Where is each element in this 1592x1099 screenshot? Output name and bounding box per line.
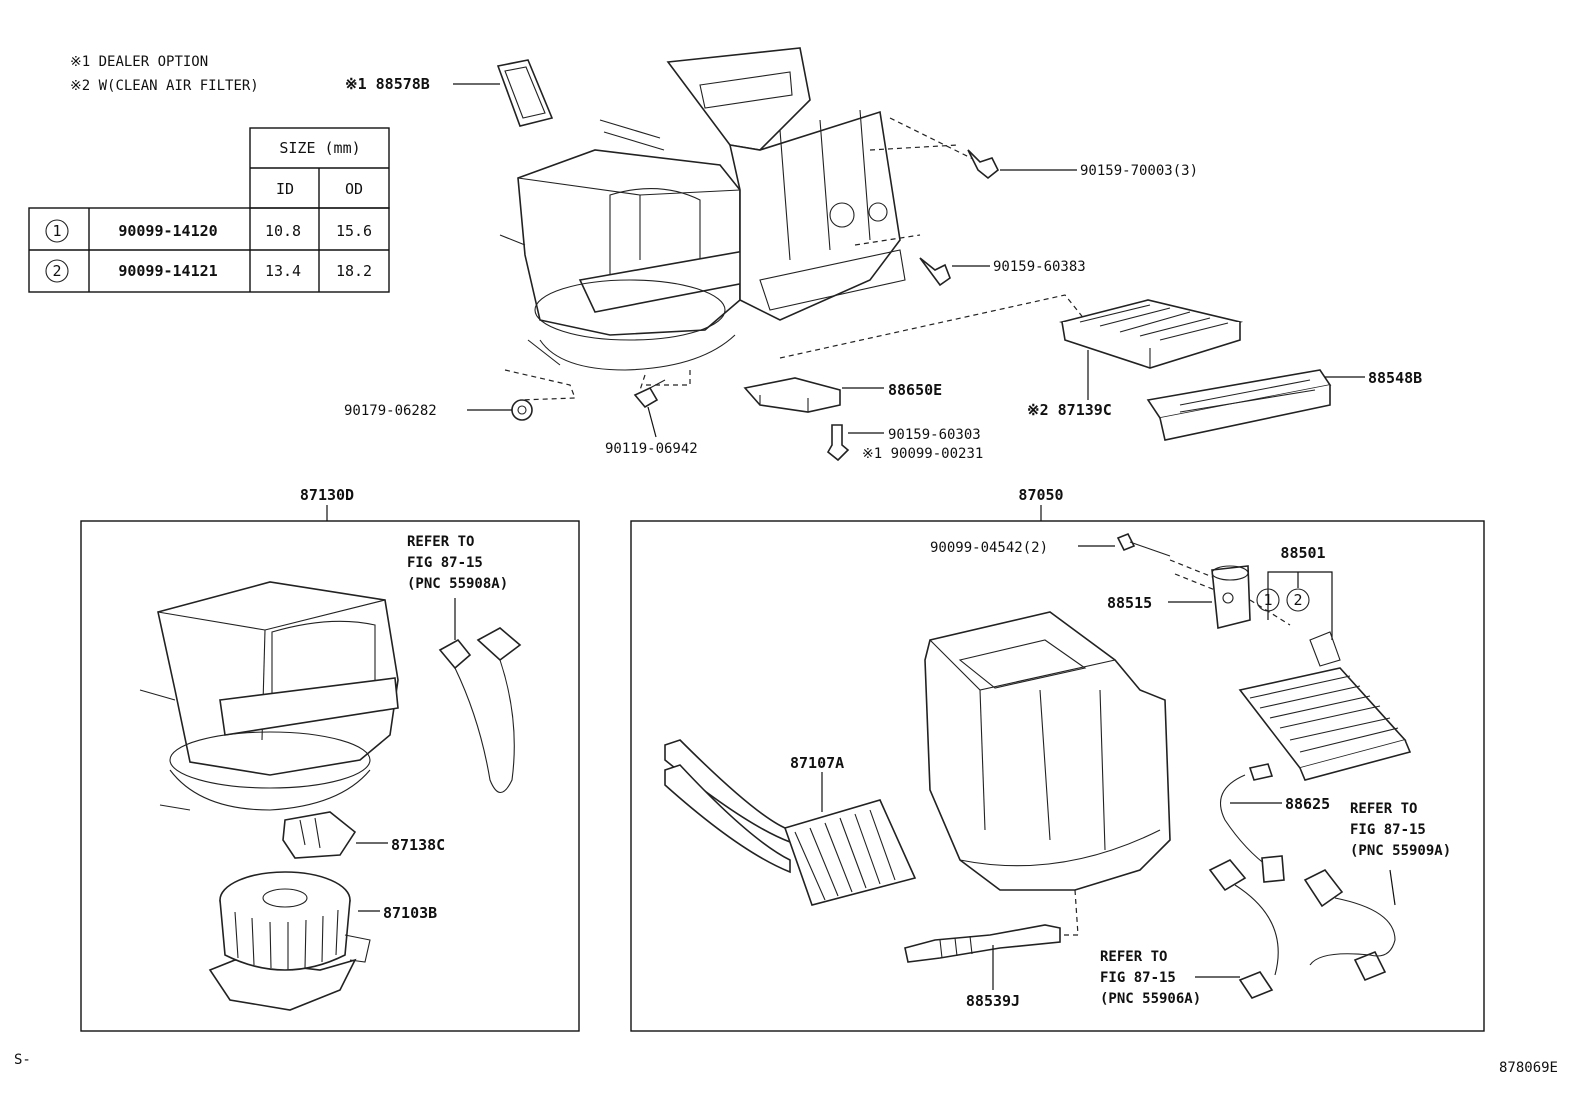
table-row-od: 18.2 (336, 262, 372, 280)
table-header-size: SIZE (mm) (279, 139, 360, 157)
air-filter-part (1058, 299, 1244, 369)
evaporator-part (1238, 631, 1412, 781)
refer-text-line: REFER TO (1350, 801, 1417, 817)
circled-mark-2 (45, 259, 69, 283)
label-90099-00231: ※1 90099-00231 (862, 446, 983, 462)
top-hvac-assembly (496, 47, 1332, 462)
label-87107A: 87107A (790, 754, 844, 772)
right-box-title: 87050 (1018, 486, 1063, 504)
label-88650E: 88650E (888, 381, 942, 399)
drain-hose-part (904, 924, 1061, 963)
label-90179-06282: 90179-06282 (344, 403, 437, 419)
filter-cover-part (1146, 369, 1332, 441)
heater-case-part (924, 611, 1171, 936)
label-87139C: ※2 87139C (1027, 401, 1112, 419)
table-header-od: OD (345, 180, 363, 198)
gasket-part (496, 59, 554, 127)
size-table: SIZE (mm) ID OD 1 90099-14120 10.8 15.6 … (28, 127, 390, 293)
refer-text-line: (PNC 55909A) (1350, 843, 1451, 859)
circled-mark-1 (45, 219, 69, 243)
label-88539J: 88539J (966, 992, 1020, 1010)
label-88515: 88515 (1107, 594, 1152, 612)
note-dealer-option: ※1 DEALER OPTION (70, 54, 208, 70)
refer-text-line: (PNC 55906A) (1100, 991, 1201, 1007)
table-row-mark: 2 (52, 262, 61, 280)
note-clean-air-filter: ※2 W(CLEAN AIR FILTER) (70, 78, 259, 94)
label-88501: 88501 (1280, 544, 1325, 562)
bolt-part (633, 379, 666, 409)
table-header-id: ID (276, 180, 294, 198)
wire-harness-part (438, 598, 522, 794)
expansion-valve-part (1211, 565, 1251, 629)
sensor-wire-part (1220, 763, 1285, 883)
table-row-mark: 1 (52, 222, 61, 240)
bolt-part (1116, 532, 1171, 557)
figure-code: 878069E (1499, 1060, 1558, 1076)
label-87138C: 87138C (391, 836, 445, 854)
left-box-title: 87130D (300, 486, 354, 504)
nut-part (511, 399, 533, 421)
label-88625: 88625 (1285, 795, 1330, 813)
mark-2-label: 2 (1293, 591, 1302, 609)
label-90099-04542: 90099-04542(2) (930, 540, 1048, 556)
resistor-part (282, 811, 357, 859)
refer-text-line: (PNC 55908A) (407, 576, 508, 592)
refer-text-line: FIG 87-15 (407, 555, 483, 571)
table-row-id: 10.8 (265, 222, 301, 240)
table-row-part: 90099-14121 (118, 262, 217, 280)
screw-part (967, 149, 1000, 180)
refer-text-line: FIG 87-15 (1100, 970, 1176, 986)
label-88578B: ※1 88578B (345, 75, 430, 93)
table-row-od: 15.6 (336, 222, 372, 240)
bracket-part (743, 377, 841, 413)
label-90159-60383: 90159-60383 (993, 259, 1086, 275)
label-87103B: 87103B (383, 904, 437, 922)
screw-part (919, 257, 951, 287)
blower-motor-part (208, 871, 371, 1011)
refer-text-line: FIG 87-15 (1350, 822, 1426, 838)
footer-left-code: S- (14, 1052, 31, 1068)
heater-assembly-box (630, 520, 1485, 1032)
label-90159-70003: 90159-70003(3) (1080, 163, 1198, 179)
heater-core-part (664, 739, 917, 906)
table-row-part: 90099-14120 (118, 222, 217, 240)
table-row-id: 13.4 (265, 262, 301, 280)
mark-1-label: 1 (1263, 591, 1272, 609)
label-90159-60303: 90159-60303 (888, 427, 981, 443)
blower-assembly-box (80, 520, 580, 1032)
refer-text-line: REFER TO (1100, 949, 1167, 965)
refer-text-line: REFER TO (407, 534, 474, 550)
blower-case-part (139, 581, 399, 811)
actuator-wire-part (1208, 859, 1396, 999)
label-88548B: 88548B (1368, 369, 1422, 387)
screw-part (826, 424, 850, 462)
label-90119-06942: 90119-06942 (605, 441, 698, 457)
circled-mark-2 (1286, 588, 1310, 612)
